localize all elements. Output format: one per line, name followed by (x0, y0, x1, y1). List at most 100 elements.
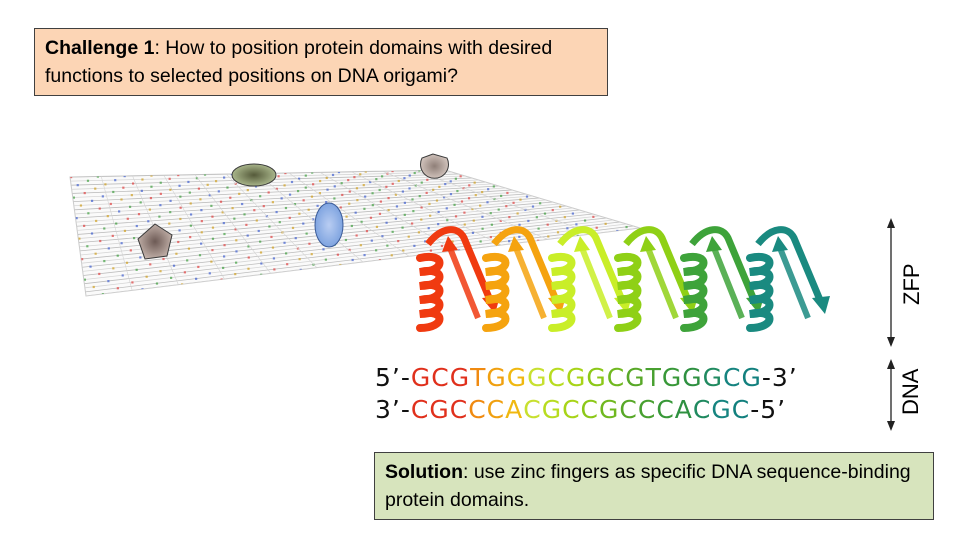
origami-staple-dot (394, 217, 397, 220)
origami-staple-dot (245, 223, 248, 226)
origami-staple-dot (179, 195, 182, 198)
origami-staple-dot (259, 195, 262, 198)
origami-staple-dot (75, 217, 78, 220)
origami-staple-dot (178, 184, 181, 187)
origami-staple-dot (271, 201, 274, 204)
origami-staple-dot (189, 213, 193, 216)
origami-staple-dot (592, 215, 595, 218)
origami-staple-dot (467, 197, 471, 200)
origami-staple-dot (159, 192, 162, 195)
origami-staple-dot (90, 232, 94, 235)
origami-staple-dot (159, 204, 162, 207)
origami-staple-dot (219, 200, 223, 203)
top-strand-base: G (682, 363, 703, 392)
origami-staple-dot (325, 176, 328, 180)
origami-staple-dot (131, 182, 135, 185)
origami-staple-dot (200, 242, 203, 245)
origami-staple-dot (375, 249, 378, 252)
origami-staple-dot (197, 265, 200, 269)
origami-staple-dot (356, 199, 359, 202)
origami-staple-dot (486, 201, 489, 204)
origami-staple-dot (290, 180, 294, 184)
alpha-helix (746, 252, 774, 332)
origami-staple-dot (444, 182, 447, 186)
origami-staple-dot (344, 238, 348, 242)
origami-staple-dot (435, 199, 439, 202)
bottom-strand-base: A (674, 395, 693, 424)
bottom-strand-base: G (599, 395, 620, 424)
origami-staple-dot (463, 211, 466, 214)
origami-staple-dot (411, 198, 414, 201)
origami-staple-dot (340, 182, 343, 185)
alpha-helix (680, 252, 708, 332)
bottom-strand-base: C (692, 395, 712, 424)
origami-staple-dot (99, 239, 102, 243)
origami-staple-dot (109, 202, 112, 206)
origami-staple-dot (296, 189, 300, 193)
bottom-strand-base: G (541, 395, 563, 424)
origami-staple-dot (350, 224, 353, 228)
origami-staple-dot (307, 208, 310, 211)
origami-staple-dot (168, 222, 171, 225)
origami-staple-dot (381, 235, 384, 238)
origami-staple-dot (222, 221, 225, 225)
challenge-text: : How to position protein domains with d… (45, 37, 553, 87)
origami-staple-dot (500, 194, 503, 198)
blue-protein-domain (314, 202, 344, 248)
origami-staple-dot (304, 186, 307, 189)
origami-staple-dot (403, 201, 406, 204)
origami-staple-dot (188, 191, 191, 194)
origami-staple-dot (123, 229, 127, 233)
beta-strand-arrowhead (574, 236, 590, 252)
origami-staple-dot (499, 219, 502, 222)
origami-staple-dot (214, 180, 218, 183)
origami-staple-dot (226, 186, 229, 189)
origami-crossover-line (100, 176, 133, 291)
origami-staple-dot (379, 200, 382, 203)
origami-staple-dot (519, 198, 522, 201)
origami-staple-dot (456, 189, 459, 193)
origami-staple-dot (401, 190, 404, 193)
top-strand-base: G (702, 363, 723, 392)
origami-staple-dot (508, 216, 511, 219)
origami-staple-dot (140, 189, 143, 192)
origami-staple-dot (397, 239, 400, 243)
origami-staple-dot (418, 170, 421, 172)
origami-staple-dot (135, 268, 138, 271)
origami-staple-dot (94, 187, 97, 190)
origami-staple-dot (149, 196, 153, 200)
origami-staple-dot (375, 178, 378, 181)
origami-staple-dot (311, 171, 314, 174)
origami-staple-dot (128, 205, 132, 208)
origami-staple-dot (211, 215, 214, 218)
origami-staple-dot (169, 188, 172, 191)
origami-staple-dot (318, 192, 322, 195)
origami-staple-dot (187, 180, 190, 184)
origami-staple-dot (408, 187, 411, 190)
origami-staple-dot (298, 212, 301, 215)
origami-staple-dot (198, 254, 202, 257)
origami-staple-dot (103, 227, 106, 230)
top-strand-base: C (722, 363, 742, 392)
origami-staple-dot (551, 209, 554, 212)
origami-staple-dot (556, 231, 560, 234)
bottom-strand-base: C (486, 395, 506, 424)
pentagon-protein-domain (137, 223, 173, 260)
origami-staple-dot (481, 215, 484, 218)
origami-staple-dot (116, 287, 119, 290)
origami-staple-dot (280, 197, 283, 200)
origami-staple-dot (283, 241, 286, 244)
origami-staple-dot (364, 195, 367, 198)
origami-staple-dot (370, 239, 373, 242)
origami-staple-dot (426, 178, 429, 181)
origami-staple-dot (345, 215, 348, 218)
beta-strand (557, 226, 626, 302)
origami-staple-dot (189, 235, 192, 239)
origami-staple-dot (316, 204, 319, 207)
dna-dimension-arrow (887, 359, 895, 431)
alpha-helix (548, 252, 576, 332)
origami-staple-dot (355, 187, 359, 190)
origami-staple-dot (391, 230, 394, 233)
origami-staple-dot (407, 235, 410, 238)
origami-staple-dot (413, 244, 416, 247)
